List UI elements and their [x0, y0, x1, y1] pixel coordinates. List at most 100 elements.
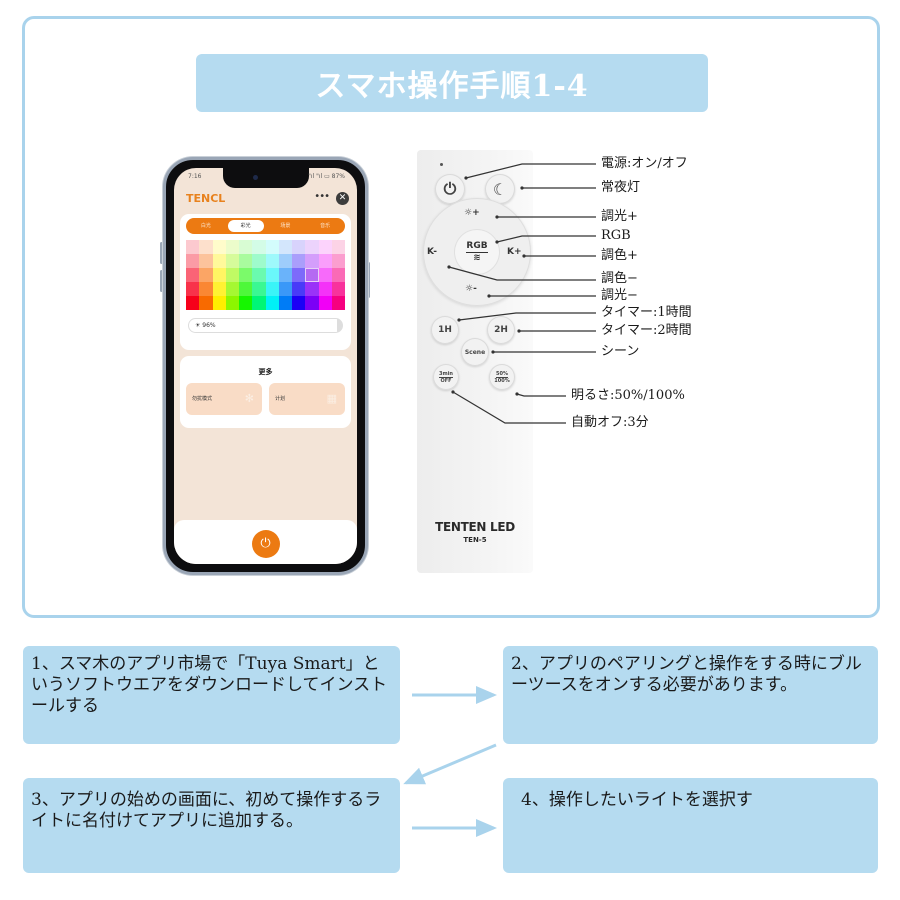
preset-top: 50% [496, 370, 508, 378]
color-swatch[interactable] [239, 254, 253, 268]
color-swatch[interactable] [265, 240, 279, 254]
color-swatch[interactable] [186, 254, 200, 268]
step-4-box: 4、操作したいライトを選択す [503, 778, 878, 873]
color-swatch[interactable] [225, 254, 239, 268]
timer-1h-button[interactable]: 1H [431, 316, 459, 344]
page-title: スマホ操作手順1-4 [196, 54, 708, 112]
callout-power: 電源:オン/オフ [601, 156, 688, 171]
night-light-button[interactable]: ☾ [485, 174, 515, 204]
ellipsis-icon[interactable]: ••• [314, 191, 330, 202]
color-swatch[interactable] [212, 282, 226, 296]
tab-white-light[interactable]: 白光 [200, 223, 211, 229]
color-swatch[interactable] [239, 296, 253, 310]
color-swatch[interactable] [278, 282, 292, 296]
remote-control: ⏻ ☾ ☼+ K- K+ ☼- RGB ≋ 1H 2H Scene 3min O… [417, 150, 533, 573]
step-3-box: 3、アプリの始めの画面に、初めて操作するライトに名付けてアプリに追加する。 [23, 778, 400, 873]
dim-down-button[interactable]: ☼- [465, 284, 477, 294]
camera-icon [252, 175, 258, 180]
color-swatch[interactable] [252, 296, 266, 310]
tab-scene[interactable]: 场景 [280, 223, 291, 229]
color-swatch[interactable] [305, 254, 319, 268]
color-swatch[interactable] [239, 240, 253, 254]
color-swatch[interactable] [292, 254, 306, 268]
color-swatch[interactable] [318, 268, 332, 282]
scene-button[interactable]: Scene [461, 338, 489, 366]
step-1-box: 1、スマ木のアプリ市場で「Tuya Smart」というソフトウエアをダウンロード… [23, 646, 400, 744]
color-swatch[interactable] [278, 296, 292, 310]
color-swatch[interactable] [225, 268, 239, 282]
close-icon[interactable]: ✕ [336, 192, 349, 205]
power-icon[interactable]: ⏻ [251, 530, 280, 558]
auto-off-button[interactable]: 3min OFF [433, 364, 459, 390]
color-swatch[interactable] [239, 282, 253, 296]
color-swatch[interactable] [212, 296, 226, 310]
color-swatch[interactable] [225, 240, 239, 254]
more-title: 更多 [258, 368, 273, 376]
color-swatch[interactable] [278, 240, 292, 254]
color-swatch[interactable] [186, 296, 200, 310]
color-swatch[interactable] [318, 240, 332, 254]
color-palette[interactable] [186, 240, 345, 310]
phone-mockup: 7:16 "ıl "ıl ▭ 87% TENCL ••• ✕ 白光 彩光 场景 … [163, 157, 368, 575]
timer-2h-button[interactable]: 2H [487, 316, 515, 344]
color-swatch[interactable] [225, 296, 239, 310]
callout-timer-1h: タイマー:1時間 [601, 305, 692, 320]
color-swatch[interactable] [212, 268, 226, 282]
color-swatch[interactable] [331, 282, 345, 296]
color-swatch[interactable] [318, 296, 332, 310]
color-swatch[interactable] [199, 282, 213, 296]
color-swatch[interactable] [199, 254, 213, 268]
mode-tabs: 白光 彩光 场景 音乐 [186, 218, 345, 234]
color-swatch[interactable] [331, 296, 345, 310]
color-swatch[interactable] [318, 254, 332, 268]
color-swatch[interactable] [265, 296, 279, 310]
color-swatch[interactable] [252, 268, 266, 282]
color-swatch[interactable] [265, 282, 279, 296]
color-swatch[interactable] [305, 240, 319, 254]
color-swatch[interactable] [265, 254, 279, 268]
color-temp-down-button[interactable]: K- [427, 247, 437, 257]
color-swatch[interactable] [318, 282, 332, 296]
tab-color-light[interactable]: 彩光 [227, 220, 264, 232]
color-swatch[interactable] [252, 240, 266, 254]
brightness-preset-button[interactable]: 50% 100% [489, 364, 515, 390]
color-swatch[interactable] [331, 240, 345, 254]
color-swatch[interactable] [212, 254, 226, 268]
do-not-disturb-button[interactable]: 勿扰模式 ✻ [186, 383, 262, 415]
color-swatch[interactable] [305, 282, 319, 296]
color-swatch[interactable] [292, 268, 306, 282]
tab-music[interactable]: 音乐 [320, 223, 331, 229]
color-swatch[interactable] [212, 240, 226, 254]
color-swatch[interactable] [186, 282, 200, 296]
flow-arrows [403, 686, 497, 837]
color-swatch[interactable] [292, 240, 306, 254]
color-swatch[interactable] [199, 268, 213, 282]
color-swatch[interactable] [278, 268, 292, 282]
color-swatch[interactable] [252, 282, 266, 296]
callout-color-temp-down: 調色− [601, 271, 638, 286]
color-swatch[interactable] [305, 296, 319, 310]
color-swatch[interactable] [225, 282, 239, 296]
color-swatch[interactable] [292, 296, 306, 310]
color-swatch[interactable] [305, 268, 319, 282]
schedule-button[interactable]: 计划 ▦ [269, 383, 345, 415]
color-swatch[interactable] [199, 296, 213, 310]
color-swatch[interactable] [331, 254, 345, 268]
rgb-button[interactable]: RGB ≋ [455, 230, 499, 274]
color-swatch[interactable] [186, 240, 200, 254]
color-swatch[interactable] [278, 254, 292, 268]
power-button[interactable]: ⏻ [435, 174, 465, 204]
color-swatch[interactable] [292, 282, 306, 296]
calendar-icon: ▦ [326, 392, 337, 405]
color-swatch[interactable] [199, 240, 213, 254]
color-temp-up-button[interactable]: K+ [507, 247, 522, 257]
color-swatch[interactable] [239, 268, 253, 282]
brightness-slider[interactable]: ☀ 96% [188, 318, 343, 333]
dim-up-button[interactable]: ☼+ [464, 208, 480, 218]
color-swatch[interactable] [186, 268, 200, 282]
color-swatch[interactable] [265, 268, 279, 282]
phone-volume-button [160, 270, 163, 292]
wifi-icon: ≋ [473, 253, 481, 263]
color-swatch[interactable] [331, 268, 345, 282]
color-swatch[interactable] [252, 254, 266, 268]
